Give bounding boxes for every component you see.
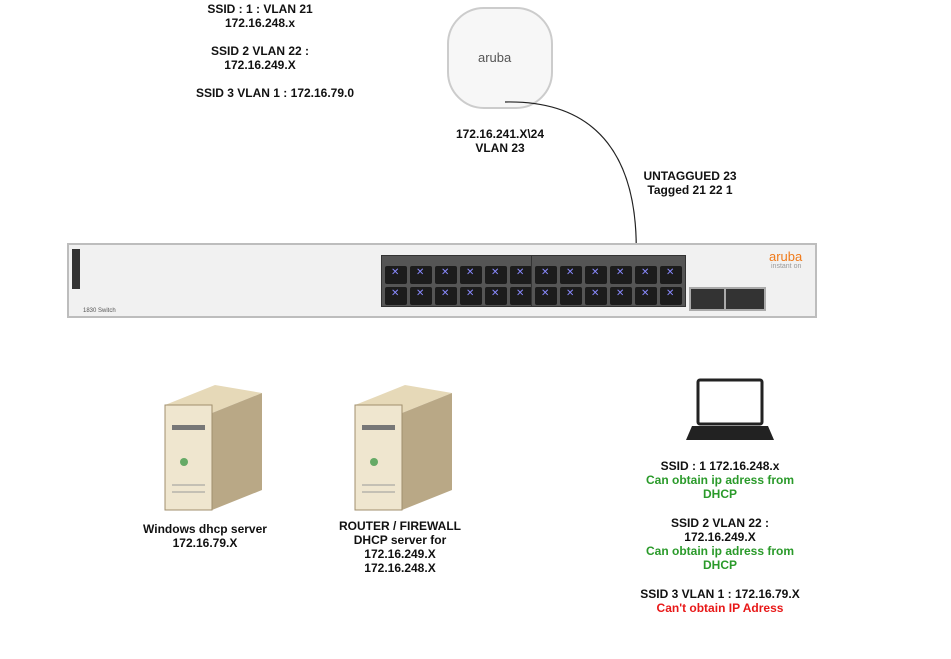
ssid3-config: SSID 3 VLAN 1 : 172.16.79.0 [195,86,355,100]
ethernet-port [660,287,682,305]
ethernet-port [560,287,582,305]
switch-label-tag [72,249,80,289]
ports-1-12 [381,255,536,307]
ethernet-port [385,266,407,284]
ports-13-24 [531,255,686,307]
ethernet-port [535,287,557,305]
router-server-icon [354,385,452,511]
ethernet-port [485,287,507,305]
ethernet-port [510,287,532,305]
ethernet-port [585,287,607,305]
ethernet-port [435,287,457,305]
ethernet-port [635,266,657,284]
switch-brand: aruba [769,249,803,264]
ssid2-config: SSID 2 VLAN 22 :172.16.249.X [210,44,310,72]
ethernet-port [385,287,407,305]
uplink-cable [504,101,637,263]
ethernet-port [560,266,582,284]
switch-model: 1830 Switch [83,308,116,314]
switch-product: instant on [771,263,802,270]
ethernet-port [435,266,457,284]
ethernet-port [660,266,682,284]
network-switch: 1830 Switch aruba instant on [67,243,817,318]
laptop-icon [686,378,774,440]
ethernet-port [510,266,532,284]
ethernet-port [610,266,632,284]
ethernet-port [635,287,657,305]
windows-server-icon [164,385,262,511]
ethernet-port [410,266,432,284]
ethernet-port [460,287,482,305]
sfp-port-26 [724,287,766,311]
ap-logo: aruba [478,50,512,65]
ethernet-port [460,266,482,284]
ethernet-port [610,287,632,305]
ethernet-port [485,266,507,284]
ethernet-port [585,266,607,284]
ethernet-port [410,287,432,305]
access-point-icon [447,7,553,109]
ethernet-port [535,266,557,284]
